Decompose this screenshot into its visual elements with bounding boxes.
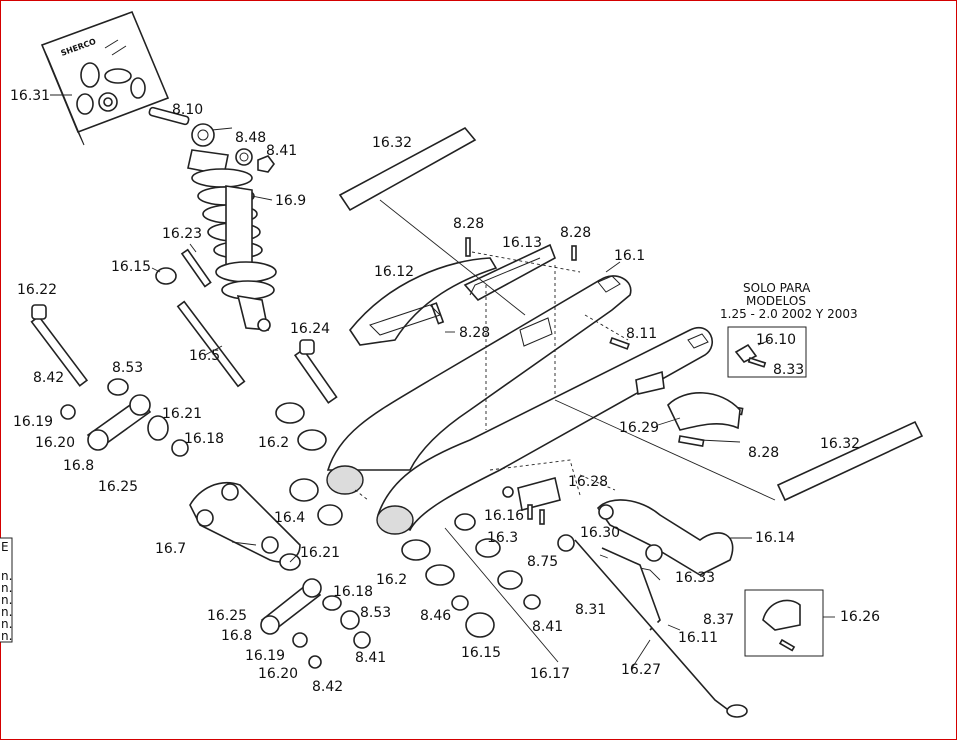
part-label: 16.33 xyxy=(675,570,715,586)
part-label: 16.9 xyxy=(275,193,306,209)
part-label: 16.5 xyxy=(189,348,220,364)
chain-guard xyxy=(667,392,741,431)
bolts xyxy=(30,237,744,448)
edge-fragment: E n. n. n. n. n. n. xyxy=(0,537,13,643)
note-line-3: 1.25 - 2.0 2002 Y 2003 xyxy=(720,307,858,321)
part-label: 8.41 xyxy=(355,650,386,666)
chain-slider-strips xyxy=(338,126,924,502)
part-label: 16.32 xyxy=(820,436,860,452)
edge-fragment-row: n. xyxy=(1,569,12,583)
part-label: 8.11 xyxy=(626,326,657,342)
part-label: 16.25 xyxy=(207,608,247,624)
part-label: 8.48 xyxy=(235,130,266,146)
part-label: 16.2 xyxy=(258,435,289,451)
part-label: 16.17 xyxy=(530,666,570,682)
part-label: 16.12 xyxy=(374,264,414,280)
part-label: 16.25 xyxy=(98,479,138,495)
part-label: 8.53 xyxy=(360,605,391,621)
part-label: 16.27 xyxy=(621,662,661,678)
part-label: 8.28 xyxy=(459,325,490,341)
part-label: 8.41 xyxy=(532,619,563,635)
chain-guide xyxy=(349,243,556,346)
part-label: 16.18 xyxy=(333,584,373,600)
part-label: 16.8 xyxy=(221,628,252,644)
part-label: 16.31 xyxy=(10,88,50,104)
shock-absorber xyxy=(148,106,277,332)
part-label: 16.13 xyxy=(502,235,542,251)
part-label: 16.22 xyxy=(17,282,57,298)
part-label: 8.28 xyxy=(453,216,484,232)
part-label: 16.4 xyxy=(274,510,305,526)
part-label: 16.19 xyxy=(245,648,285,664)
part-label: 8.75 xyxy=(527,554,558,570)
brake-pedal xyxy=(557,499,748,718)
part-label: 16.2 xyxy=(376,572,407,588)
bushes xyxy=(60,378,541,669)
part-label: 8.28 xyxy=(748,445,779,461)
part-label: 8.31 xyxy=(575,602,606,618)
part-label: 16.8 xyxy=(63,458,94,474)
part-label: 8.46 xyxy=(420,608,451,624)
edge-fragment-row: n. xyxy=(1,617,12,631)
part-label: 16.16 xyxy=(484,508,524,524)
part-label: 16.29 xyxy=(619,420,659,436)
part-label: 16.7 xyxy=(155,541,186,557)
part-label: 16.15 xyxy=(111,259,151,275)
part-label: 16.3 xyxy=(487,530,518,546)
model-note: SOLO PARA MODELOS 1.25 - 2.0 2002 Y 2003 xyxy=(720,281,858,321)
part-label: 16.20 xyxy=(258,666,298,682)
part-label: 8.10 xyxy=(172,102,203,118)
part-label: 16.19 xyxy=(13,414,53,430)
leader-lines xyxy=(50,94,835,669)
part-label: 8.37 xyxy=(703,612,734,628)
part-label: 16.30 xyxy=(580,525,620,541)
part-label: 8.42 xyxy=(33,370,64,386)
edge-fragment-row: n. xyxy=(1,605,12,619)
part-label: 8.42 xyxy=(312,679,343,695)
part-label: 16.1 xyxy=(614,248,645,264)
edge-fragment-top: E xyxy=(1,540,9,554)
note-line-2: MODELOS xyxy=(746,294,806,308)
inset-16-26 xyxy=(744,589,824,657)
edge-fragment-row: n. xyxy=(1,593,12,607)
part-label: 8.53 xyxy=(112,360,143,376)
part-labels: 16.31 8.10 8.48 8.41 16.9 16.32 16.23 16… xyxy=(10,88,880,695)
part-label: 16.21 xyxy=(300,545,340,561)
part-label: 16.18 xyxy=(184,431,224,447)
swingarm xyxy=(326,275,714,535)
part-label: 16.23 xyxy=(162,226,202,242)
part-label: 16.20 xyxy=(35,435,75,451)
note-line-1: SOLO PARA xyxy=(743,281,811,295)
edge-fragment-row: n. xyxy=(1,581,12,595)
part-label: 16.10 xyxy=(756,332,796,348)
seal-kit-box: SHERCO xyxy=(40,10,170,146)
part-label: 16.28 xyxy=(568,474,608,490)
linkage xyxy=(86,394,322,635)
part-label: 16.24 xyxy=(290,321,330,337)
edge-fragment-row: n. xyxy=(1,629,12,643)
part-label: 16.32 xyxy=(372,135,412,151)
part-label: 8.41 xyxy=(266,143,297,159)
part-label: 16.21 xyxy=(162,406,202,422)
part-label: 8.28 xyxy=(560,225,591,241)
pedal-bracket xyxy=(502,477,561,525)
part-label: 16.15 xyxy=(461,645,501,661)
part-label: 16.26 xyxy=(840,609,880,625)
inset-16-10 xyxy=(727,326,807,378)
part-label: 8.33 xyxy=(773,362,804,378)
part-label: 16.11 xyxy=(678,630,718,646)
part-label: 16.14 xyxy=(755,530,795,546)
